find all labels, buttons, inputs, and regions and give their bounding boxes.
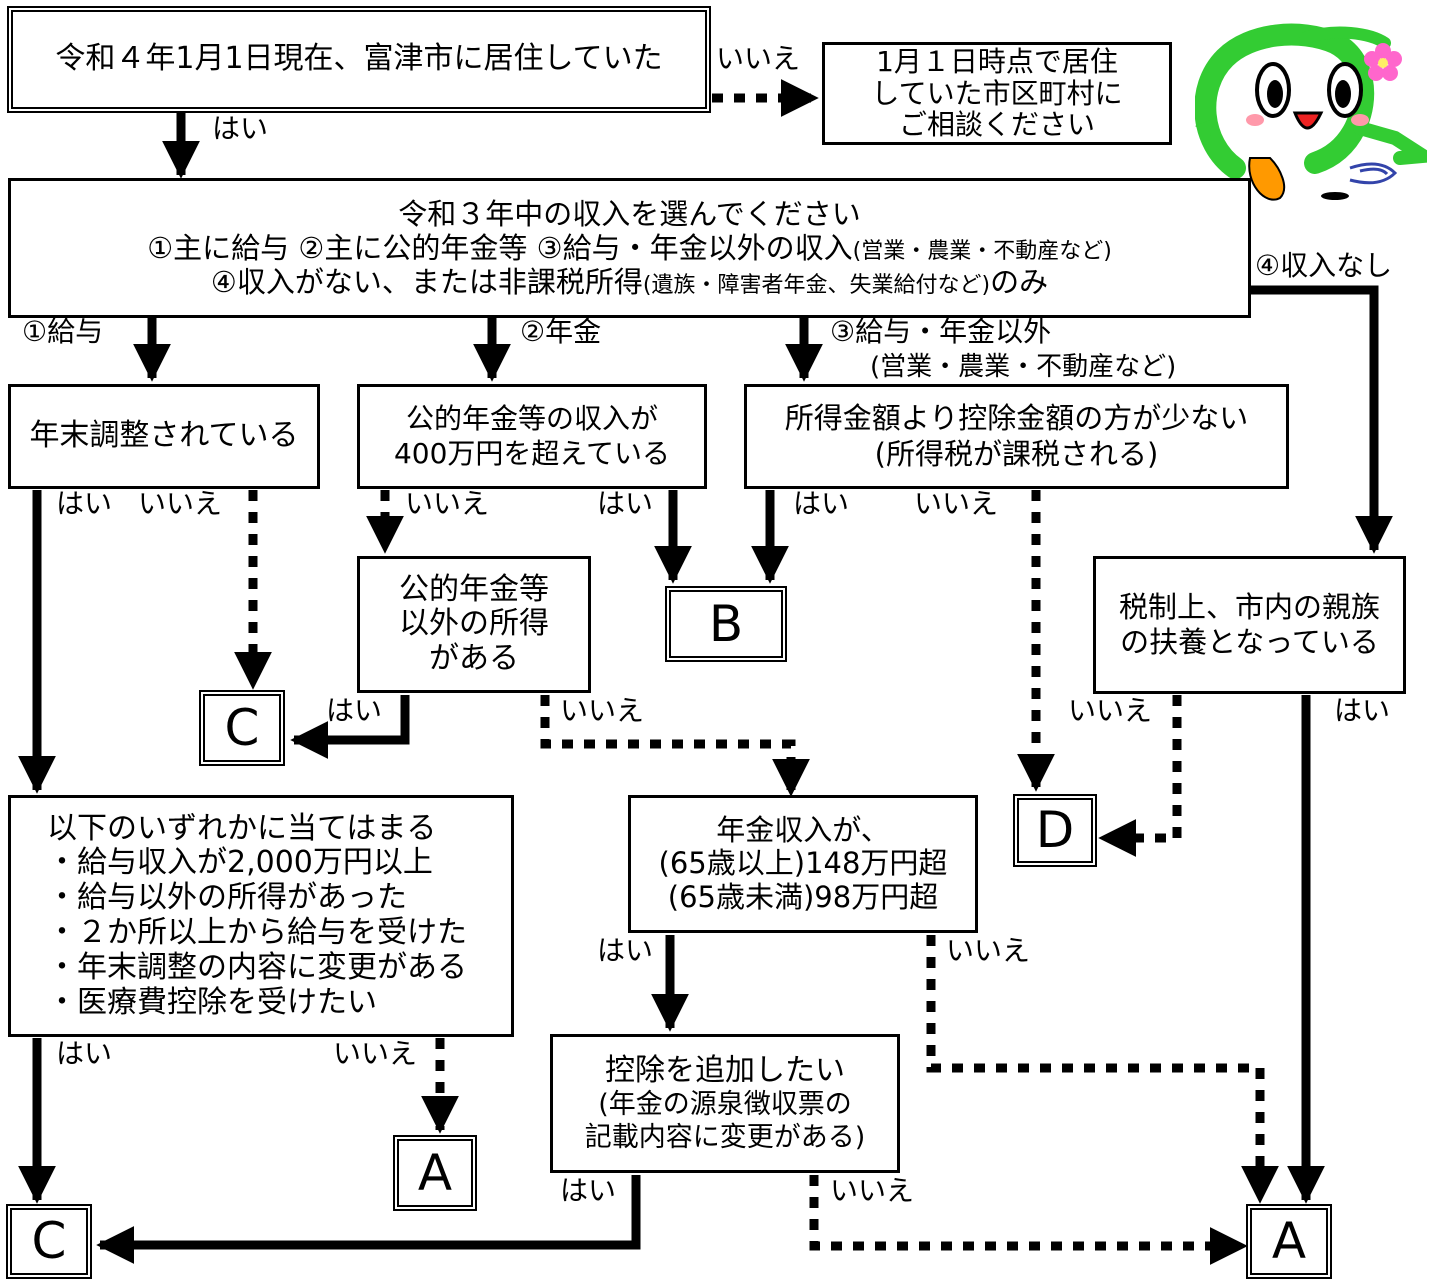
result-c-label: C xyxy=(31,1212,67,1270)
consult-line1: 1月１日時点で居住 xyxy=(876,45,1118,79)
question-pension-amount: 年金収入が、 (65歳以上)148万円超 (65歳未満)98万円超 xyxy=(628,795,978,933)
question-other-income-line2: 以外の所得 xyxy=(399,606,549,642)
result-c-upper: C xyxy=(199,690,285,766)
result-a-label: A xyxy=(417,1143,453,1202)
question-add-deduction: 控除を追加したい (年金の源泉徴収票の 記載内容に変更がある) xyxy=(550,1034,900,1173)
question-nenmatsu: 年末調整されている xyxy=(8,384,320,489)
income-title: 令和３年中の収入を選んでください xyxy=(398,196,861,231)
answer-yes-label: はい xyxy=(597,487,654,520)
branch-other-note: (営業・農業・不動産など) xyxy=(870,352,1177,382)
income-line3: ④収入がない、または非課税所得(遺族・障害者年金、失業給付など)のみ xyxy=(210,265,1049,300)
result-b: B xyxy=(665,586,787,662)
question-add-deduction-line2: (年金の源泉徴収票の xyxy=(598,1089,852,1121)
question-residence-text: 令和４年1月1日現在、富津市に居住していた xyxy=(55,41,663,77)
question-pension-amount-line1: 年金収入が、 xyxy=(716,812,890,847)
question-add-deduction-line3: 記載内容に変更がある) xyxy=(584,1121,866,1153)
result-d: D xyxy=(1013,794,1097,867)
question-conditions: 以下のいずれかに当てはまる ・給与収入が2,000万円以上 ・給与以外の所得があ… xyxy=(8,795,514,1037)
question-deduction: 所得金額より控除金額の方が少ない (所得税が課税される) xyxy=(744,384,1289,489)
answer-no-label: いいえ xyxy=(333,1037,418,1070)
arrow-pension-amount-no xyxy=(926,935,1279,1204)
mascot-illustration xyxy=(1195,23,1427,201)
condition-item: ・医療費控除を受けたい xyxy=(47,984,377,1020)
answer-yes-label: はい xyxy=(56,487,113,520)
question-conditions-title: 以下のいずれかに当てはまる xyxy=(47,810,437,846)
answer-no-label: いいえ xyxy=(138,487,223,520)
answer-yes-label: はい xyxy=(326,694,383,727)
arrow-dependent-no xyxy=(1098,695,1182,857)
answer-yes-label: はい xyxy=(212,112,269,145)
question-other-income: 公的年金等 以外の所得 がある xyxy=(357,556,591,693)
income-line2: ①主に給与 ②主に公的年金等 ③給与・年金以外の収入(営業・農業・不動産など) xyxy=(147,230,1112,265)
question-dependent-line1: 税制上、市内の親族 xyxy=(1118,589,1380,624)
question-pension400-line2: 400万円を超えている xyxy=(393,436,671,470)
answer-yes-label: はい xyxy=(56,1037,113,1070)
arrow-add-deduction-yes xyxy=(96,1175,641,1264)
answer-no-label: いいえ xyxy=(405,487,490,520)
result-c-lower: C xyxy=(6,1204,92,1279)
branch-none-label: ④収入なし xyxy=(1255,249,1393,282)
question-residence: 令和４年1月1日現在、富津市に居住していた xyxy=(7,6,711,113)
question-dependent: 税制上、市内の親族 の扶養となっている xyxy=(1093,556,1406,694)
condition-item: ・給与収入が2,000万円以上 xyxy=(47,845,433,881)
question-other-income-line3: がある xyxy=(429,640,519,676)
result-a-lower: A xyxy=(1246,1204,1332,1279)
answer-no-label: いいえ xyxy=(1068,694,1153,727)
question-pension400-line1: 公的年金等の収入が xyxy=(405,402,658,436)
branch-pension-label: ②年金 xyxy=(520,315,602,348)
question-add-deduction-line1: 控除を追加したい xyxy=(605,1053,845,1089)
result-a-middle: A xyxy=(393,1135,477,1211)
answer-no-label: いいえ xyxy=(560,694,645,727)
answer-yes-label: はい xyxy=(1334,694,1391,727)
condition-item: ・年末調整の内容に変更がある xyxy=(47,949,467,985)
result-d-label: D xyxy=(1035,801,1075,859)
question-pension-amount-line2: (65歳以上)148万円超 xyxy=(658,846,948,881)
question-other-income-line1: 公的年金等 xyxy=(399,571,549,607)
branch-other-label: ③給与・年金以外 xyxy=(830,315,1052,348)
question-dependent-line2: の扶養となっている xyxy=(1120,625,1379,659)
answer-yes-label: はい xyxy=(560,1174,617,1207)
condition-item: ・２か所以上から給与を受けた xyxy=(47,915,467,950)
consult-line3: ご相談ください xyxy=(898,108,1095,142)
result-b-label: B xyxy=(708,594,744,653)
arrow-branch-none xyxy=(1250,285,1393,554)
arrow-add-deduction-no xyxy=(809,1175,1248,1265)
income-select-box: 令和３年中の収入を選んでください ①主に給与 ②主に公的年金等 ③給与・年金以外… xyxy=(8,178,1251,318)
answer-no-label: いいえ xyxy=(716,42,801,75)
result-a-label: A xyxy=(1271,1212,1307,1270)
question-pension400: 公的年金等の収入が 400万円を超えている xyxy=(357,384,707,489)
condition-item: ・給与以外の所得があった xyxy=(47,880,407,916)
question-pension-amount-line3: (65歳未満)98万円超 xyxy=(667,879,939,914)
result-c-label: C xyxy=(224,698,260,757)
question-nenmatsu-text: 年末調整されている xyxy=(29,418,299,454)
answer-no-label: いいえ xyxy=(830,1174,915,1207)
arrow-other-income-yes xyxy=(290,695,410,759)
answer-yes-label: はい xyxy=(793,487,850,520)
consult-line2: していた市区町村に xyxy=(871,76,1123,110)
consult-box: 1月１日時点で居住 していた市区町村に ご相談ください xyxy=(822,42,1172,145)
answer-yes-label: はい xyxy=(597,934,654,967)
arrow-other-income-no xyxy=(540,695,810,797)
branch-salary-label: ①給与 xyxy=(22,315,104,348)
answer-no-label: いいえ xyxy=(914,487,999,520)
question-deduction-line2: (所得税が課税される) xyxy=(874,436,1159,471)
answer-no-label: いいえ xyxy=(946,934,1031,967)
question-deduction-line1: 所得金額より控除金額の方が少ない xyxy=(784,401,1249,436)
